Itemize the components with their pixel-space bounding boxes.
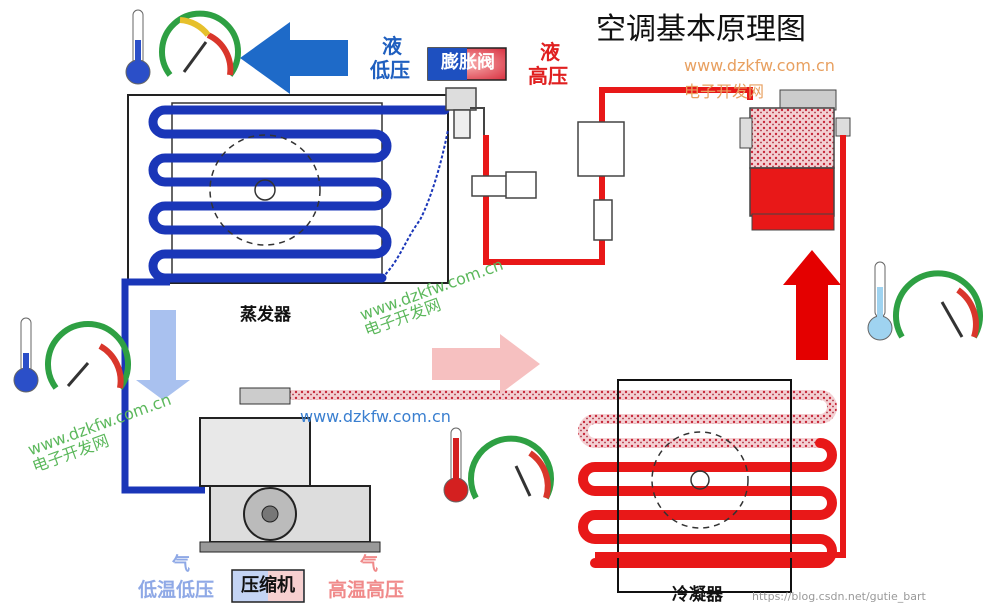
evaporator-coil	[148, 105, 450, 283]
footer-source-url: https://blog.csdn.net/gutie_bart	[752, 590, 926, 603]
flow-arrow-right-lightred	[432, 334, 540, 394]
receiver-tank	[739, 89, 851, 231]
condenser-fan	[651, 431, 749, 529]
bottom-right-desc-label: 高温高压	[328, 579, 405, 601]
gauge-needle	[182, 41, 208, 73]
gauge-needle	[66, 362, 90, 387]
condenser-coil-liquid	[578, 438, 837, 568]
evaporator-frame	[127, 94, 449, 284]
right-top-pressure-label: 高压	[528, 64, 568, 88]
gauge-group-top-left	[125, 9, 241, 85]
valve-body	[453, 109, 471, 139]
compressor-label: 压缩机	[241, 575, 295, 596]
condenser-unit	[285, 379, 837, 593]
left-top-pressure-label: 低压	[370, 58, 410, 82]
flow-arrow-left-blue	[240, 22, 348, 94]
receiver-outlet-pipe	[599, 87, 753, 122]
filter-drier	[577, 121, 625, 177]
gauge-needle	[940, 301, 964, 338]
valve-head	[445, 87, 477, 111]
condenser-coil-gas	[285, 390, 837, 448]
diagram-title: 空调基本原理图	[596, 12, 806, 47]
condenser-fan-hub	[690, 470, 710, 490]
right-top-state-label: 液	[540, 40, 560, 64]
expansion-valve-part	[445, 87, 485, 139]
evaporator-fan-box	[171, 102, 383, 276]
gauge-needle	[514, 465, 532, 497]
bottom-left-desc-label: 低温低压	[138, 579, 215, 601]
liquid-return-pipe	[595, 135, 846, 558]
flow-arrow-down-lightblue	[136, 310, 190, 400]
evaporator-label: 蒸发器	[240, 305, 291, 325]
compressor-head	[199, 417, 311, 487]
gauge-group-center	[443, 427, 554, 503]
evaporator-fan	[209, 134, 321, 246]
capillary-tube	[381, 129, 449, 279]
expansion-valve-label: 膨胀阀	[441, 52, 495, 73]
gauge-group-mid-right	[867, 261, 983, 341]
evaporator-unit	[127, 94, 450, 284]
watermark-top-cn: 电子开发网	[684, 82, 765, 101]
bottom-right-state-label: 气	[360, 554, 378, 575]
evaporator-fan-hub	[254, 179, 276, 201]
condenser-frame	[617, 379, 792, 593]
receiver-liquid	[749, 167, 835, 217]
bottom-left-state-label: 气	[172, 554, 190, 575]
watermark-top-url: www.dzkfw.com.cn	[684, 56, 835, 75]
condenser-label: 冷凝器	[672, 585, 723, 605]
compressor-unit	[199, 387, 381, 553]
suction-pipe	[121, 278, 205, 494]
receiver-gas-space	[749, 107, 835, 169]
flow-arrow-up-red	[783, 250, 841, 360]
left-top-state-label: 液	[382, 34, 402, 58]
watermark-center-url: www.dzkfw.com.cn	[300, 407, 451, 426]
sight-glass	[593, 199, 613, 241]
gauge-group-mid-left	[13, 317, 131, 393]
